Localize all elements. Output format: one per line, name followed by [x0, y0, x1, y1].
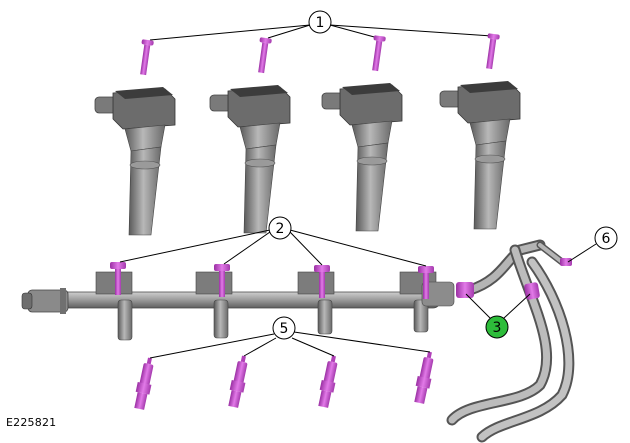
- callout-5: 5: [272, 316, 296, 340]
- callout-6: 6: [594, 226, 618, 250]
- pipe-bracket-bolt: [560, 258, 572, 266]
- fuel-pipe-connectors: [456, 282, 540, 300]
- spark-plug: [414, 351, 434, 404]
- coil-bolt: [140, 39, 154, 76]
- coil-bolt: [486, 33, 500, 70]
- callout-2: 2: [268, 216, 292, 240]
- ignition-coil: [321, 83, 403, 232]
- fuel-rail: [21, 271, 455, 341]
- fuel-rail-bolt: [314, 265, 330, 298]
- fuel-pipe-connector: [456, 282, 474, 298]
- leader-lines-5: [149, 331, 431, 359]
- fuel-rail-bolt: [214, 264, 230, 297]
- ignition-coil: [439, 81, 521, 230]
- spark-plug: [134, 357, 154, 410]
- coil-bolt: [258, 37, 272, 74]
- fuel-rail-bolt: [418, 266, 434, 299]
- ignition-coil: [94, 87, 176, 236]
- callout-3: 3: [485, 315, 509, 339]
- figure-id: E225821: [6, 416, 57, 429]
- ignition-coils: [94, 81, 521, 236]
- fuel-pipes: [446, 239, 575, 443]
- coil-bolt: [372, 35, 386, 72]
- svg-text:1: 1: [316, 15, 325, 31]
- svg-text:5: 5: [280, 321, 289, 337]
- svg-text:3: 3: [493, 320, 502, 336]
- fuel-rail-bolt: [110, 262, 126, 295]
- leader-lines-1: [149, 24, 493, 41]
- spark-plug: [318, 355, 338, 408]
- ignition-coil: [209, 85, 291, 234]
- callout-1: 1: [308, 10, 332, 34]
- coil-bolts: [140, 33, 500, 76]
- svg-text:2: 2: [276, 221, 285, 237]
- leader-lines-3: [465, 293, 531, 319]
- leader-line-6: [567, 243, 597, 263]
- spark-plugs: [134, 351, 434, 410]
- fuel-rail-bolts: [110, 262, 434, 299]
- svg-text:6: 6: [602, 231, 611, 247]
- leader-lines-2: [119, 229, 427, 267]
- spark-plug: [228, 355, 248, 408]
